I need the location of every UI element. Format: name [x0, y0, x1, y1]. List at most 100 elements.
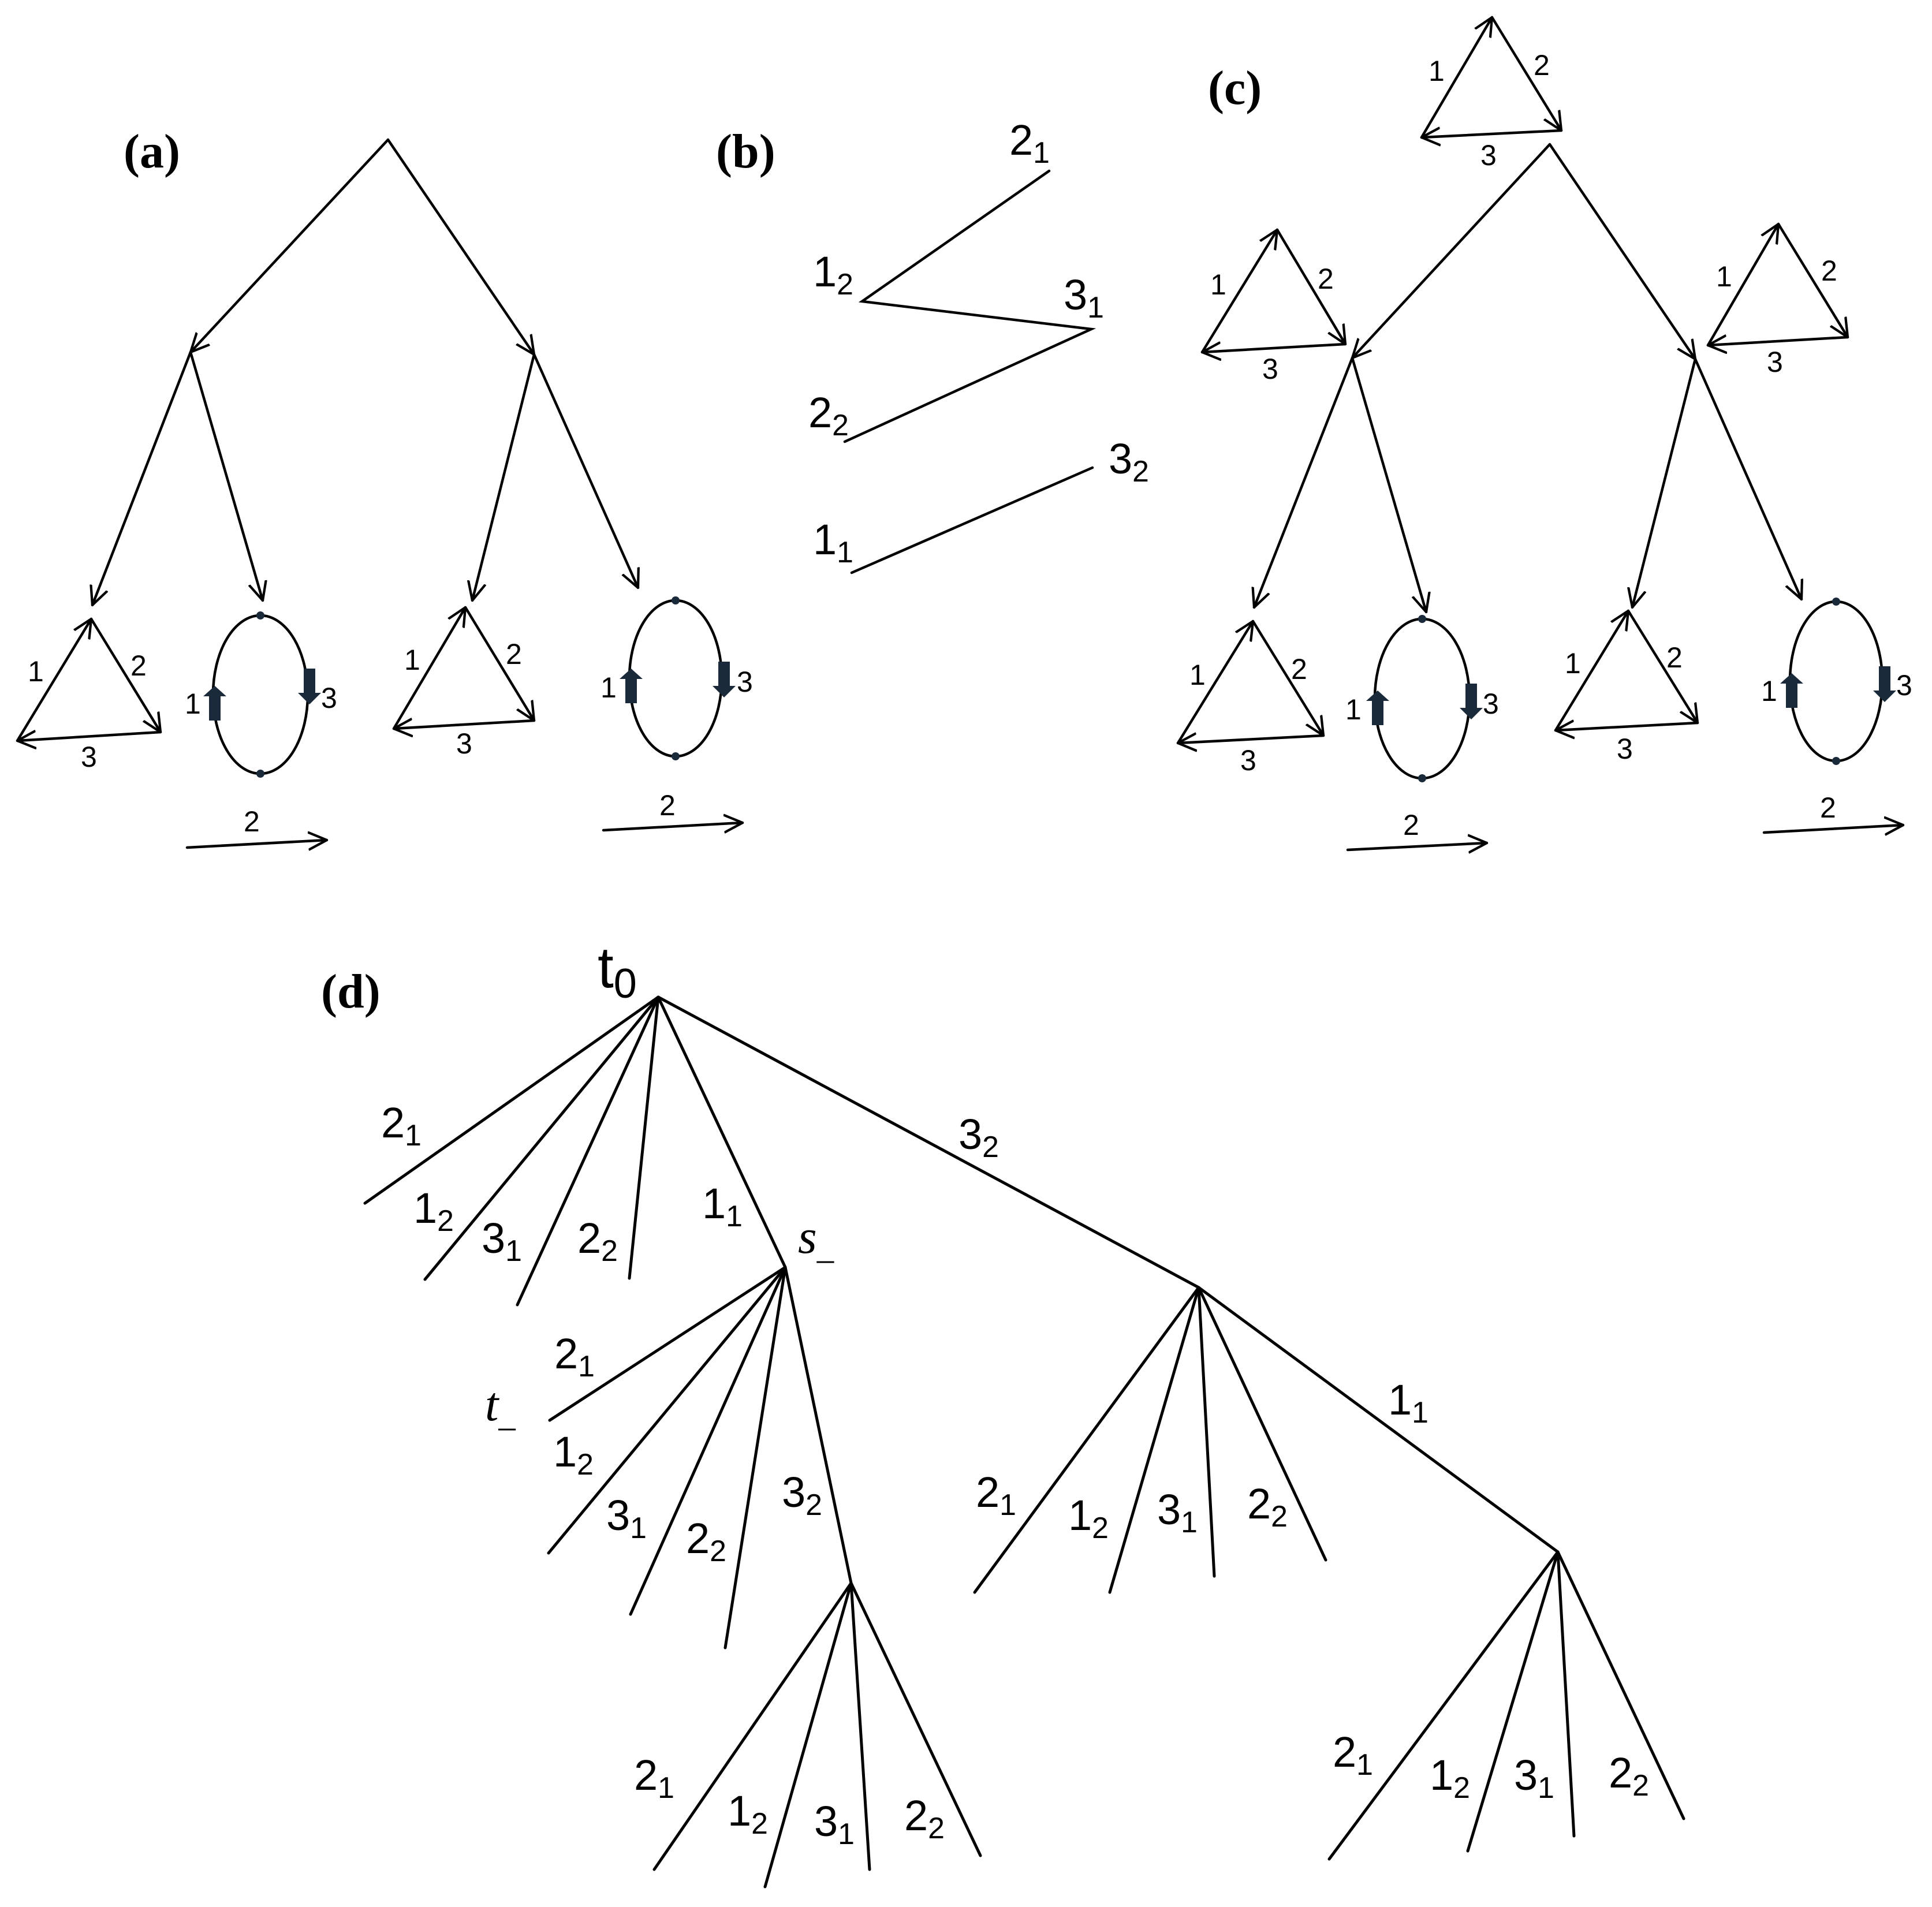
branch-label: 31 — [1157, 1486, 1198, 1539]
panel-c-triangle-bottom-left: 1 2 3 — [1178, 621, 1323, 777]
branch-label: 31 — [1514, 1751, 1554, 1804]
edge-label-2: 2 — [130, 650, 147, 682]
sequence-label: 31 — [1064, 271, 1104, 324]
branch-label: 12 — [1068, 1491, 1109, 1544]
edge-label-1: 1 — [1210, 268, 1226, 301]
tree-edge — [189, 350, 263, 600]
panel-c-loop-left: 1 3 2 — [1345, 615, 1499, 850]
sequence-label: 22 — [808, 389, 849, 442]
branch-label: 21 — [1333, 1728, 1373, 1781]
tree-edge — [532, 353, 638, 588]
branch-label: 12 — [728, 1787, 768, 1840]
edge-label-3: 3 — [321, 682, 337, 714]
edge-label-1: 1 — [185, 688, 201, 720]
edge-label-1: 1 — [1345, 693, 1362, 726]
edge-label-2: 2 — [1666, 641, 1683, 674]
panel-a-label: (a) — [124, 125, 180, 178]
edge-label-2: 2 — [1318, 263, 1334, 295]
tree-edge — [472, 353, 536, 600]
edge-label-2: 2 — [506, 638, 522, 670]
arrow-up-icon — [1366, 691, 1389, 725]
sequence-label: 21 — [1009, 116, 1050, 169]
panel-d-tree — [363, 995, 1685, 1889]
panel-d-label: (d) — [321, 965, 381, 1018]
edge-label-3: 3 — [81, 741, 97, 773]
edge-label-3: 3 — [456, 727, 472, 760]
panel-c-tree — [1254, 143, 1802, 612]
branch-label: 22 — [577, 1214, 618, 1267]
edge-label-1: 1 — [1429, 55, 1445, 87]
edge-label-1: 1 — [601, 671, 617, 704]
panel-a-loop-left: 1 3 2 — [185, 611, 337, 848]
branch-label: 22 — [904, 1792, 945, 1845]
edge-label-2: 2 — [659, 789, 676, 822]
edge-label-2: 2 — [1820, 792, 1836, 824]
sequence-label: 12 — [813, 248, 853, 301]
arrow-down-icon — [1873, 666, 1896, 702]
panel-d-labels: t0 s_ t_ 21 12 31 22 11 32 21 12 31 22 3… — [381, 935, 1649, 1850]
branch-label: 32 — [958, 1110, 999, 1163]
branch-label: 31 — [482, 1214, 522, 1267]
edge-label-1: 1 — [1565, 647, 1581, 680]
panel-a-triangle-left: 1 2 3 — [17, 619, 161, 773]
s-node-label: s_ — [798, 1210, 834, 1266]
edge-label-2: 2 — [244, 805, 260, 838]
panel-c-loop-right: 1 3 2 — [1761, 598, 1912, 833]
panel-c-triangle-mid-left: 1 2 3 — [1202, 230, 1345, 385]
sequence-label: 32 — [1109, 435, 1149, 488]
arrow-up-icon — [620, 669, 643, 703]
panel-a-tree — [92, 138, 638, 605]
arrow-down-icon — [713, 662, 736, 697]
arrow-down-icon — [298, 669, 321, 704]
isolated-segment — [850, 466, 1094, 574]
branch-label: 21 — [634, 1751, 674, 1804]
edge-label-3: 3 — [737, 666, 753, 698]
branch-label: 22 — [1247, 1480, 1288, 1533]
edge-label-3: 3 — [1896, 669, 1912, 701]
panel-c-label: (c) — [1208, 61, 1262, 115]
panel-c-triangle-top: 1 2 3 — [1422, 17, 1561, 171]
edge-label-2: 2 — [1403, 809, 1419, 841]
edge-label-1: 1 — [28, 655, 44, 688]
edge-label-2: 2 — [1821, 255, 1837, 287]
tree-edge — [191, 138, 390, 352]
branch-label: 21 — [381, 1099, 422, 1152]
edge-label-3: 3 — [1617, 733, 1633, 765]
branch-label: 22 — [1609, 1749, 1649, 1802]
panel-b-label: (b) — [716, 125, 775, 178]
edge-label-2: 2 — [1291, 653, 1307, 685]
branch-label: 22 — [686, 1514, 726, 1568]
edge-label-3: 3 — [1767, 346, 1783, 378]
tree-edge — [92, 350, 192, 605]
zigzag-path — [843, 169, 1096, 443]
tree-edge — [386, 138, 534, 354]
branch-label: 11 — [702, 1180, 743, 1233]
edge-label-3: 3 — [1240, 744, 1256, 777]
branch-label: 31 — [814, 1797, 855, 1850]
panel-a-triangle-right: 1 2 3 — [394, 607, 534, 760]
edge-label-1: 1 — [1761, 675, 1777, 707]
branch-label: 32 — [782, 1468, 822, 1521]
branch-label: 21 — [554, 1330, 595, 1383]
panel-a-loop-right: 1 3 2 — [601, 596, 753, 830]
branch-label: 12 — [1430, 1751, 1470, 1804]
arrow-up-icon — [203, 686, 226, 721]
branch-label: 12 — [413, 1184, 454, 1237]
arrow-down-icon — [1460, 684, 1483, 719]
edge-label-2: 2 — [1534, 49, 1550, 81]
edge-label-1: 1 — [404, 644, 420, 676]
sequence-label: 11 — [813, 516, 853, 569]
edge-label-3: 3 — [1483, 688, 1499, 720]
panel-c-triangle-mid-right: 1 2 3 — [1708, 224, 1848, 378]
branch-label: 11 — [1388, 1376, 1429, 1429]
edge-label-1: 1 — [1189, 659, 1206, 691]
arrow-up-icon — [1780, 673, 1803, 708]
panel-c-triangle-bottom-right: 1 2 3 — [1556, 611, 1698, 765]
branch-label: 12 — [553, 1428, 594, 1481]
edge-label-3: 3 — [1262, 353, 1278, 385]
edge-label-3: 3 — [1480, 139, 1497, 171]
branch-label: 31 — [606, 1491, 647, 1544]
branch-label: 21 — [976, 1468, 1016, 1521]
t-node-label: t_ — [485, 1378, 516, 1434]
